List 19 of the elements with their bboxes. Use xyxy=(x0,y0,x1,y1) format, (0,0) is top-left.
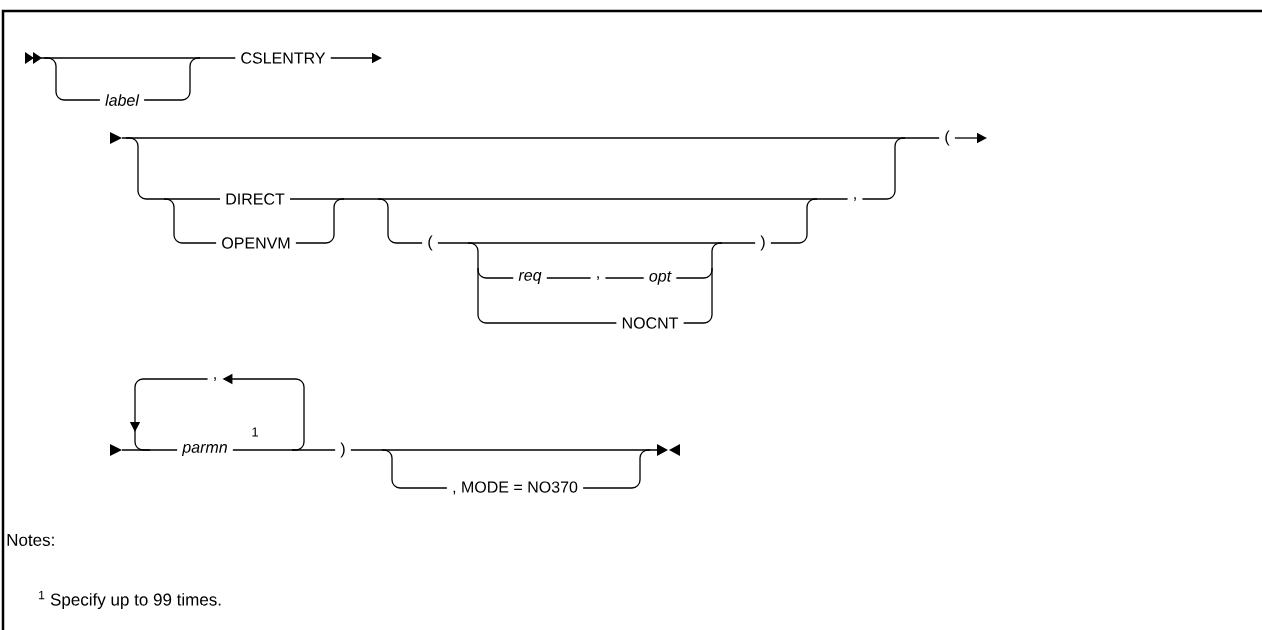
variable: parmn xyxy=(181,444,227,456)
keyword: , MODE = NO370 xyxy=(453,481,578,495)
keyword: , xyxy=(214,377,216,381)
variable: opt xyxy=(649,271,672,285)
keyword: CSLENTRY xyxy=(241,52,326,64)
keyword: ) xyxy=(760,235,765,251)
keyword: , xyxy=(597,276,599,280)
keyword: NOCNT xyxy=(622,317,679,329)
keyword: ( xyxy=(945,130,950,146)
variable: req xyxy=(518,272,542,284)
footnote: $^{1}$ Specify up to 99 times. xyxy=(39,591,221,609)
keyword: , xyxy=(854,197,856,201)
keyword: DIRECT xyxy=(226,193,285,205)
notes-heading: Notes: xyxy=(7,534,54,546)
keyword: ) xyxy=(340,442,345,458)
variable: label xyxy=(105,94,140,106)
keyword: ( xyxy=(428,235,433,251)
keyword: OPENVM xyxy=(222,237,290,249)
footnote-marker: 1 xyxy=(252,427,258,437)
